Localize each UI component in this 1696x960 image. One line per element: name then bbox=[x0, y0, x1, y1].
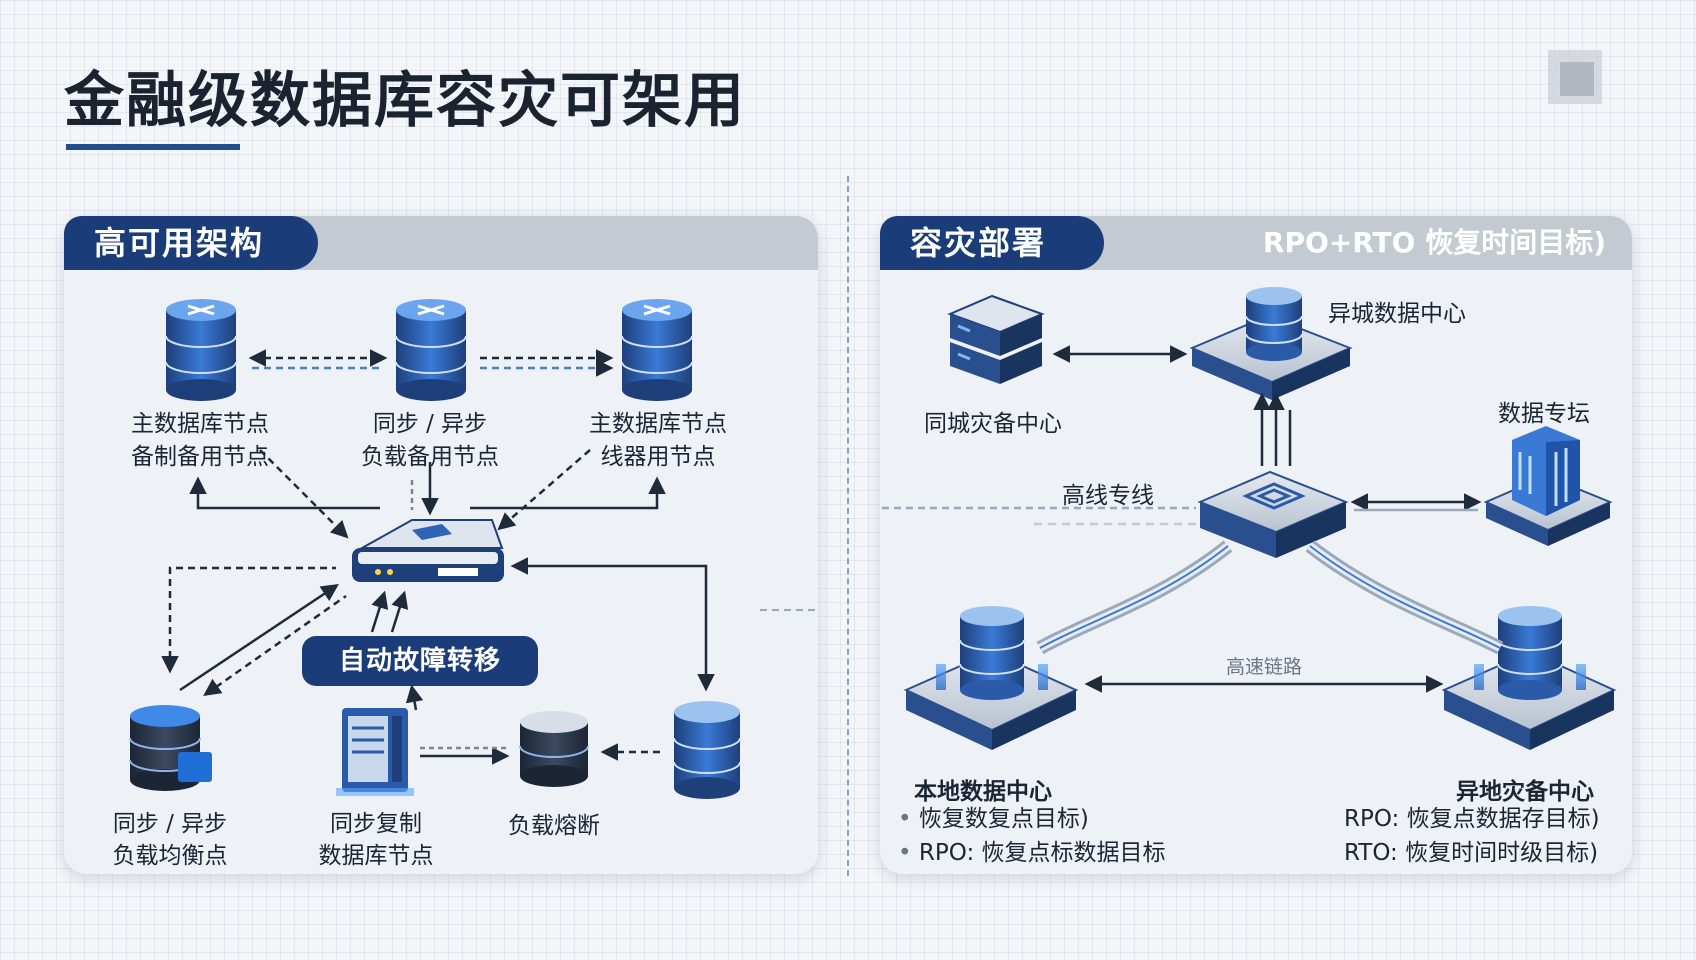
server-icon bbox=[336, 708, 414, 796]
database-icon bbox=[395, 299, 467, 401]
panel-tab-high-availability: 高可用架构 bbox=[64, 216, 318, 270]
database-icon bbox=[129, 705, 212, 791]
router-icon bbox=[352, 519, 504, 582]
database-icon bbox=[165, 299, 237, 401]
rpo-rto-note: RPO+RTO 恢复时间目标) bbox=[1262, 226, 1606, 259]
local-dc-metrics: • 恢复数复点目标) • RPO: 恢复点标数据目标 bbox=[898, 802, 1166, 870]
auto-failover-badge: 自动故障转移 bbox=[302, 636, 538, 686]
node-label: 数据专坛 bbox=[1498, 401, 1590, 427]
node-label: 同步 / 异步 bbox=[372, 411, 488, 437]
title-underline bbox=[66, 144, 240, 150]
node-label: 备制备用节点 bbox=[131, 444, 269, 470]
node-label: 数据库节点 bbox=[318, 843, 434, 869]
node-label: 负载备用节点 bbox=[361, 444, 499, 470]
datacenter-icon bbox=[903, 606, 1079, 750]
datacenter-icon bbox=[1441, 606, 1617, 750]
dr-links bbox=[882, 345, 1482, 693]
node-label: 异地灾备中心 bbox=[1456, 779, 1594, 805]
corner-decoration-inner bbox=[1560, 62, 1594, 96]
node-label: 主数据库节点 bbox=[589, 411, 727, 437]
link-label: 高速链路 bbox=[1226, 656, 1303, 678]
node-label: 高线专线 bbox=[1062, 483, 1154, 509]
server-stack-icon bbox=[947, 294, 1045, 384]
switch-icon bbox=[1197, 470, 1349, 558]
fiber-cables bbox=[1036, 540, 1504, 655]
node-label: 同步复制 bbox=[330, 811, 422, 837]
bottom-arrows bbox=[420, 743, 660, 765]
database-icon bbox=[519, 711, 589, 787]
datacenter-icon bbox=[1189, 287, 1353, 400]
panel-divider bbox=[847, 176, 849, 876]
metric-item: RTO: 恢复时间时级目标) bbox=[1344, 840, 1599, 866]
node-label: 本地数据中心 bbox=[914, 779, 1052, 805]
panel-tab-disaster-recovery: 容灾部署 bbox=[880, 216, 1104, 270]
failover-arrows bbox=[161, 449, 715, 711]
node-label: 主数据库节点 bbox=[131, 411, 269, 437]
replication-arrows bbox=[248, 349, 614, 377]
node-label: 异城数据中心 bbox=[1328, 301, 1466, 327]
building-icon bbox=[1483, 426, 1613, 546]
page-title: 金融级数据库容灾可架用 bbox=[64, 66, 746, 136]
node-label: 负载均衡点 bbox=[112, 843, 228, 869]
node-label: 线器用节点 bbox=[600, 444, 716, 470]
metric-item: RPO: 恢复点数据存目标) bbox=[1344, 806, 1600, 832]
database-icon bbox=[673, 701, 741, 799]
metric-item: • RPO: 恢复点标数据目标 bbox=[898, 840, 1166, 866]
database-icon bbox=[621, 299, 693, 401]
remote-dc-metrics: RPO: 恢复点数据存目标) RTO: 恢复时间时级目标) bbox=[1344, 802, 1600, 870]
node-label: 负载熔断 bbox=[508, 813, 600, 839]
node-label: 同步 / 异步 bbox=[112, 811, 228, 837]
node-label: 同城灾备中心 bbox=[924, 411, 1062, 437]
metric-item: • 恢复数复点目标) bbox=[898, 806, 1089, 832]
